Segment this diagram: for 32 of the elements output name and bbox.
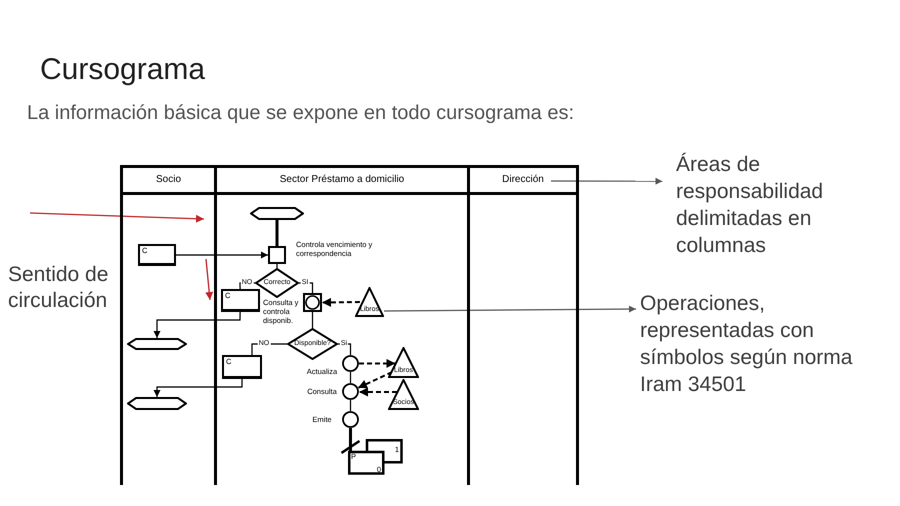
connector-line: [350, 400, 352, 411]
arrow: [176, 252, 268, 258]
connector-line: [312, 312, 314, 328]
connector-line: [350, 372, 352, 383]
control-square: [268, 246, 286, 264]
annotation-text: Áreas de responsabilidad delimitadas en columnas: [676, 151, 846, 259]
dashed-arrow: [322, 298, 360, 307]
annotation-text: Sentido de circulación: [8, 262, 110, 314]
annotation-text: Operaciones, representadas con símbolos según norma Iram 34501: [640, 290, 880, 398]
dashed-arrow: [359, 358, 396, 368]
hexagon-symbol: [250, 207, 304, 220]
swimlane-column: [120, 165, 217, 485]
connector-line: [276, 220, 278, 246]
hexagon-symbol: [127, 338, 187, 350]
swimlane-column: [467, 165, 579, 485]
leader-arrow: [551, 178, 662, 185]
slide-title: Cursograma: [40, 53, 206, 87]
subtitle: La información básica que se expone en todo cursograma es:: [27, 101, 574, 126]
leader-arrow: [384, 306, 636, 313]
column-header: Dirección: [470, 168, 576, 195]
column-header: Socio: [123, 168, 214, 195]
arrow: [154, 312, 241, 338]
connector-line: [340, 428, 361, 454]
operation-circle: [342, 355, 359, 372]
dashed-arrow: [359, 388, 397, 396]
arrow: [154, 379, 243, 397]
operation-control-symbol: [303, 293, 322, 312]
operation-circle: [342, 383, 359, 400]
dashed-arrow: [358, 371, 392, 389]
operation-circle: [342, 411, 359, 428]
hexagon-symbol: [127, 397, 187, 410]
column-header: Sector Préstamo a domicilio: [217, 168, 467, 195]
